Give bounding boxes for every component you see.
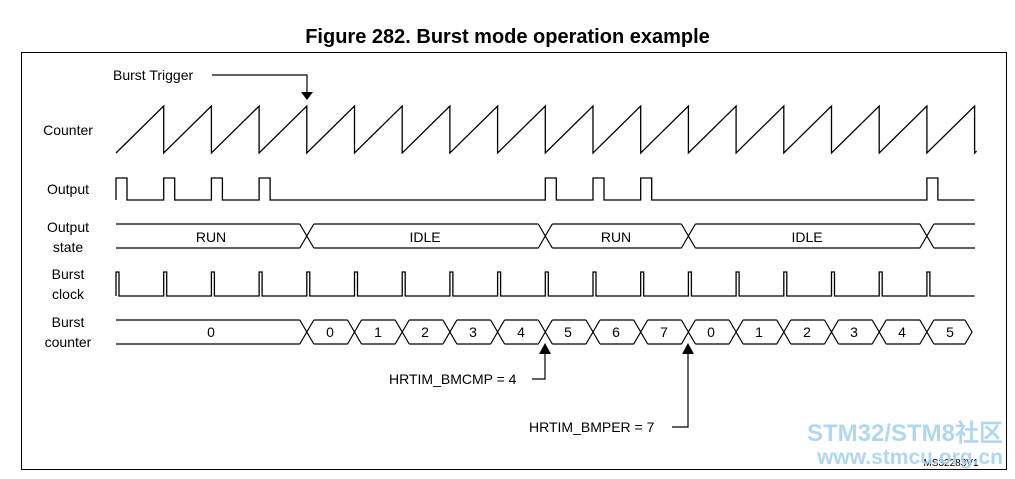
burst-clock-label-line1: Burst — [52, 266, 85, 282]
burst-counter-value-8: 7 — [660, 324, 668, 340]
output-state-bus: RUN IDLE RUN IDLE — [116, 223, 975, 249]
burst-counter-value-13: 4 — [898, 324, 906, 340]
burst-counter-value-5: 4 — [517, 324, 525, 340]
burst-counter-value-7: 6 — [612, 324, 620, 340]
burst-counter-value-0: 0 — [207, 324, 215, 340]
burst-clock-label-line2: clock — [52, 286, 85, 302]
burst-counter-value-2: 1 — [374, 324, 382, 340]
output-state-label-line2: state — [53, 239, 84, 255]
burst-counter-value-14: 5 — [946, 324, 954, 340]
bmper-arrow-line — [672, 352, 689, 428]
burst-counter-value-4: 3 — [469, 324, 477, 340]
output-waveform — [115, 177, 975, 201]
bmcmp-arrow-line — [532, 352, 546, 380]
counter-sawtooth — [115, 104, 978, 155]
burst-trigger-arrowhead — [301, 92, 313, 100]
bmcmp-arrowhead — [539, 343, 551, 354]
output-state-run-2: RUN — [601, 229, 631, 245]
burst-counter-value-11: 2 — [803, 324, 811, 340]
burst-counter-value-10: 1 — [755, 324, 763, 340]
figure-title: Figure 282. Burst mode operation example — [305, 26, 710, 48]
figure-frame — [21, 52, 1007, 470]
output-label: Output — [47, 181, 89, 197]
bmcmp-label: HRTIM_BMCMP = 4 — [389, 371, 517, 387]
output-state-idle-2: IDLE — [791, 229, 822, 245]
watermark-line2: www.stmcu.org.cn — [816, 446, 1003, 469]
burst-clock-waveform — [115, 271, 975, 297]
burst-counter-value-12: 3 — [850, 324, 858, 340]
burst-counter-bus: 0 0 1 2 3 4 5 6 7 0 1 2 3 4 5 — [116, 319, 973, 345]
watermark-line1: STM32/STM8社区 — [807, 419, 1003, 447]
burst-counter-value-6: 5 — [564, 324, 572, 340]
output-state-outline — [116, 223, 975, 249]
burst-counter-label-line1: Burst — [52, 314, 85, 330]
figure-ref-code: MS32283V1 — [923, 458, 978, 469]
burst-counter-label-line2: counter — [45, 334, 92, 350]
burst-counter-value-3: 2 — [421, 324, 429, 340]
counter-label: Counter — [43, 122, 93, 138]
burst-counter-outline — [116, 319, 973, 345]
bmper-arrowhead — [682, 343, 694, 354]
output-state-label-line1: Output — [47, 219, 89, 235]
output-state-idle-1: IDLE — [409, 229, 440, 245]
output-state-run-1: RUN — [196, 229, 226, 245]
burst-counter-value-9: 0 — [707, 324, 715, 340]
bmper-label: HRTIM_BMPER = 7 — [529, 419, 655, 435]
burst-trigger-label: Burst Trigger — [113, 67, 193, 83]
burst-counter-value-1: 0 — [326, 324, 334, 340]
burst-trigger-arrow-line — [212, 74, 308, 93]
